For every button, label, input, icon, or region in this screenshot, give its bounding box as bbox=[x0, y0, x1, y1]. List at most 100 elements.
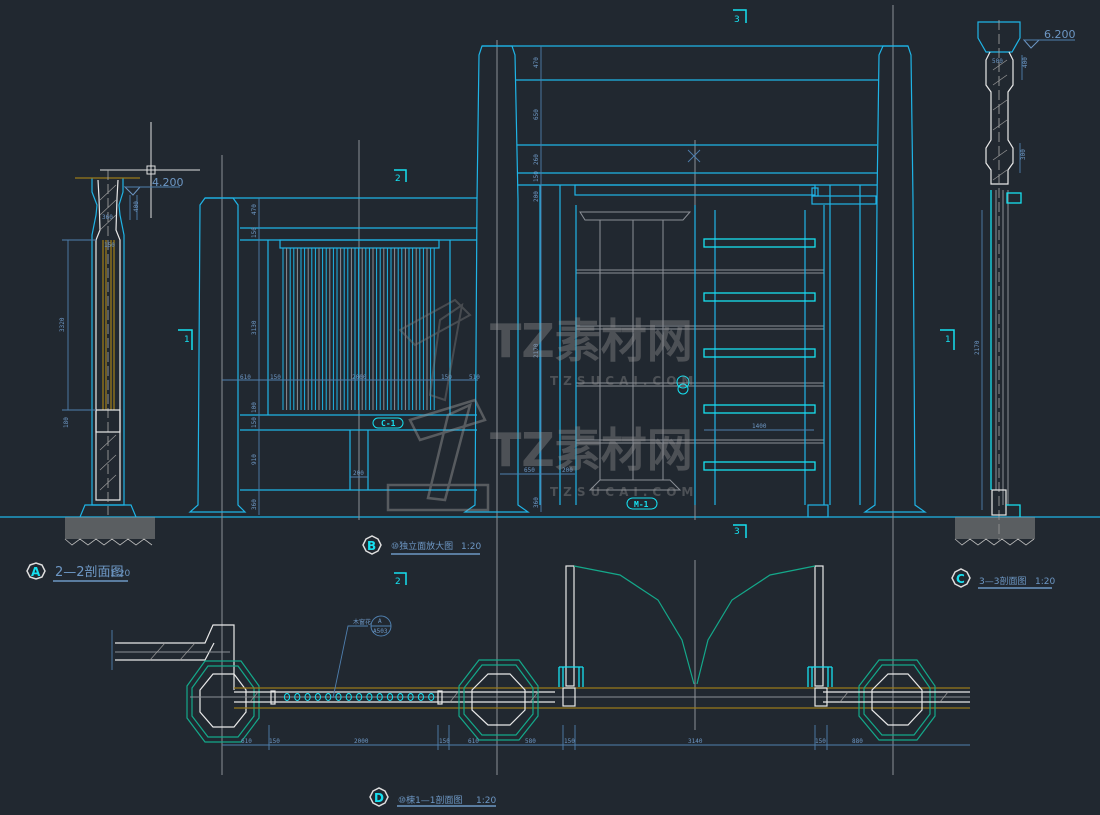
svg-text:C: C bbox=[956, 572, 965, 586]
lattice-ring bbox=[407, 693, 414, 701]
dim-label: 1400 bbox=[752, 423, 767, 430]
dim-label: 2000 bbox=[352, 374, 367, 381]
dim-label: 150 bbox=[533, 171, 540, 182]
svg-text:3: 3 bbox=[734, 527, 740, 537]
dim-label: 180 bbox=[63, 417, 70, 428]
door-crossbar bbox=[703, 292, 816, 302]
dim-label: 360 bbox=[251, 499, 258, 510]
dim-label: 100 bbox=[251, 402, 258, 413]
window-tag[interactable]: C-1 bbox=[372, 417, 404, 429]
section-mark-3-bottom: 3 bbox=[733, 524, 747, 538]
dim-label: 150 bbox=[269, 738, 280, 745]
side-wall-elevation bbox=[188, 197, 477, 513]
lattice-ring bbox=[417, 693, 424, 701]
dim-label: 150 bbox=[441, 374, 452, 381]
crosshair-cursor-icon bbox=[100, 122, 200, 218]
lattice-ring bbox=[366, 693, 373, 701]
lattice-ring bbox=[304, 693, 311, 701]
svg-text:3—3剖面图: 3—3剖面图 bbox=[979, 575, 1026, 587]
svg-text:C-1: C-1 bbox=[381, 419, 396, 428]
view-title-a[interactable]: A 2—2剖面图 1:20 bbox=[26, 562, 130, 582]
dim-label: 910 bbox=[251, 454, 258, 465]
svg-text:⑩梀1—1剖面图: ⑩梀1—1剖面图 bbox=[398, 794, 463, 806]
svg-text:1:20: 1:20 bbox=[110, 569, 130, 579]
dim-label: 360 bbox=[533, 497, 540, 508]
lattice-ring bbox=[345, 693, 352, 701]
dim-label: 580 bbox=[525, 738, 536, 745]
center-x-mark bbox=[687, 149, 701, 163]
lattice-ring bbox=[325, 693, 332, 701]
dim-label: 610 bbox=[468, 738, 479, 745]
watermark-brand: TZ素材网 bbox=[490, 423, 693, 477]
door-crossbar bbox=[703, 238, 816, 248]
door-crossbar bbox=[703, 461, 816, 471]
door-tag[interactable]: M-1 bbox=[626, 497, 658, 510]
window-louvers bbox=[282, 248, 435, 410]
dim-label: 150 bbox=[564, 738, 575, 745]
section-mark-3-top: 3 bbox=[733, 9, 747, 25]
dim-label: 3320 bbox=[59, 317, 66, 332]
lattice-ring bbox=[356, 693, 363, 701]
plan-dimension-row bbox=[222, 725, 970, 750]
dim-label: 150 bbox=[251, 227, 258, 238]
lattice-ring bbox=[386, 693, 394, 701]
dim-label: 3130 bbox=[251, 320, 258, 335]
svg-text:M-1: M-1 bbox=[634, 500, 649, 509]
dim-label: 470 bbox=[251, 204, 258, 215]
svg-text:A: A bbox=[378, 618, 382, 625]
svg-text:D: D bbox=[374, 791, 384, 805]
section-c-drawing bbox=[954, 20, 1035, 546]
svg-text:2: 2 bbox=[395, 577, 401, 587]
view-title-c[interactable]: C 3—3剖面图 1:20 bbox=[951, 568, 1055, 589]
dim-label: 3140 bbox=[688, 738, 703, 745]
svg-text:A: A bbox=[31, 565, 41, 579]
svg-text:⑩独立面放大图: ⑩独立面放大图 bbox=[391, 540, 453, 552]
svg-text:A503: A503 bbox=[373, 628, 388, 635]
dim-label: 200 bbox=[533, 191, 540, 202]
watermark-brand: TZ素材网 bbox=[490, 314, 693, 368]
lattice-ring bbox=[428, 693, 435, 701]
dim-label: 400 bbox=[133, 201, 140, 212]
view-title-d[interactable]: D ⑩梀1—1剖面图 1:20 bbox=[369, 787, 496, 807]
dim-label: 200 bbox=[562, 467, 573, 474]
dim-label: 2170 bbox=[974, 340, 981, 355]
door-crossbar bbox=[703, 348, 816, 358]
section-mark-2-bottom: 2 bbox=[394, 572, 407, 587]
svg-text:1:20: 1:20 bbox=[1035, 577, 1055, 587]
svg-text:1:20: 1:20 bbox=[476, 796, 496, 806]
dim-label: 150 bbox=[439, 738, 450, 745]
svg-text:B: B bbox=[367, 539, 376, 553]
door-crossbar bbox=[703, 404, 816, 414]
lattice-ring bbox=[335, 693, 342, 701]
watermark-logo-icon bbox=[386, 298, 490, 512]
door-knocker-icon bbox=[676, 375, 690, 395]
watermark-url: TZSUCAI.COM bbox=[550, 485, 698, 499]
lattice-ring bbox=[397, 693, 404, 701]
svg-text:2—2剖面图: 2—2剖面图 bbox=[55, 565, 124, 580]
svg-text:3: 3 bbox=[734, 15, 740, 25]
section-mark-1-right: 1 bbox=[940, 329, 955, 350]
dim-label: 2000 bbox=[354, 738, 369, 745]
lattice-ring bbox=[283, 693, 291, 701]
plan-section-drawing bbox=[111, 565, 970, 743]
view-title-b[interactable]: B ⑩独立面放大图 1:20 bbox=[362, 535, 481, 555]
dim-label: 150 bbox=[815, 738, 826, 745]
window-lattice-pattern bbox=[283, 693, 435, 701]
elevation-value: 6.200 bbox=[1044, 28, 1076, 41]
svg-text:1:20: 1:20 bbox=[461, 542, 481, 552]
section-a-drawing bbox=[62, 170, 155, 546]
dim-label: 650 bbox=[524, 467, 535, 474]
door-crossbars bbox=[703, 238, 816, 471]
elevation-marker-a bbox=[123, 186, 180, 196]
dim-label: 200 bbox=[353, 470, 364, 477]
detail-callout[interactable]: A A503 木窗花 bbox=[332, 615, 392, 699]
section-mark-1-left: 1 bbox=[178, 329, 193, 350]
lattice-ring bbox=[314, 693, 321, 701]
svg-text:2: 2 bbox=[395, 174, 401, 184]
dim-label: 150 bbox=[270, 374, 281, 381]
dim-label: 400 bbox=[1022, 57, 1029, 68]
svg-text:1: 1 bbox=[184, 335, 190, 345]
main-gate-elevation bbox=[463, 45, 927, 518]
dim-label: 470 bbox=[533, 57, 540, 68]
dim-label: 610 bbox=[241, 738, 252, 745]
